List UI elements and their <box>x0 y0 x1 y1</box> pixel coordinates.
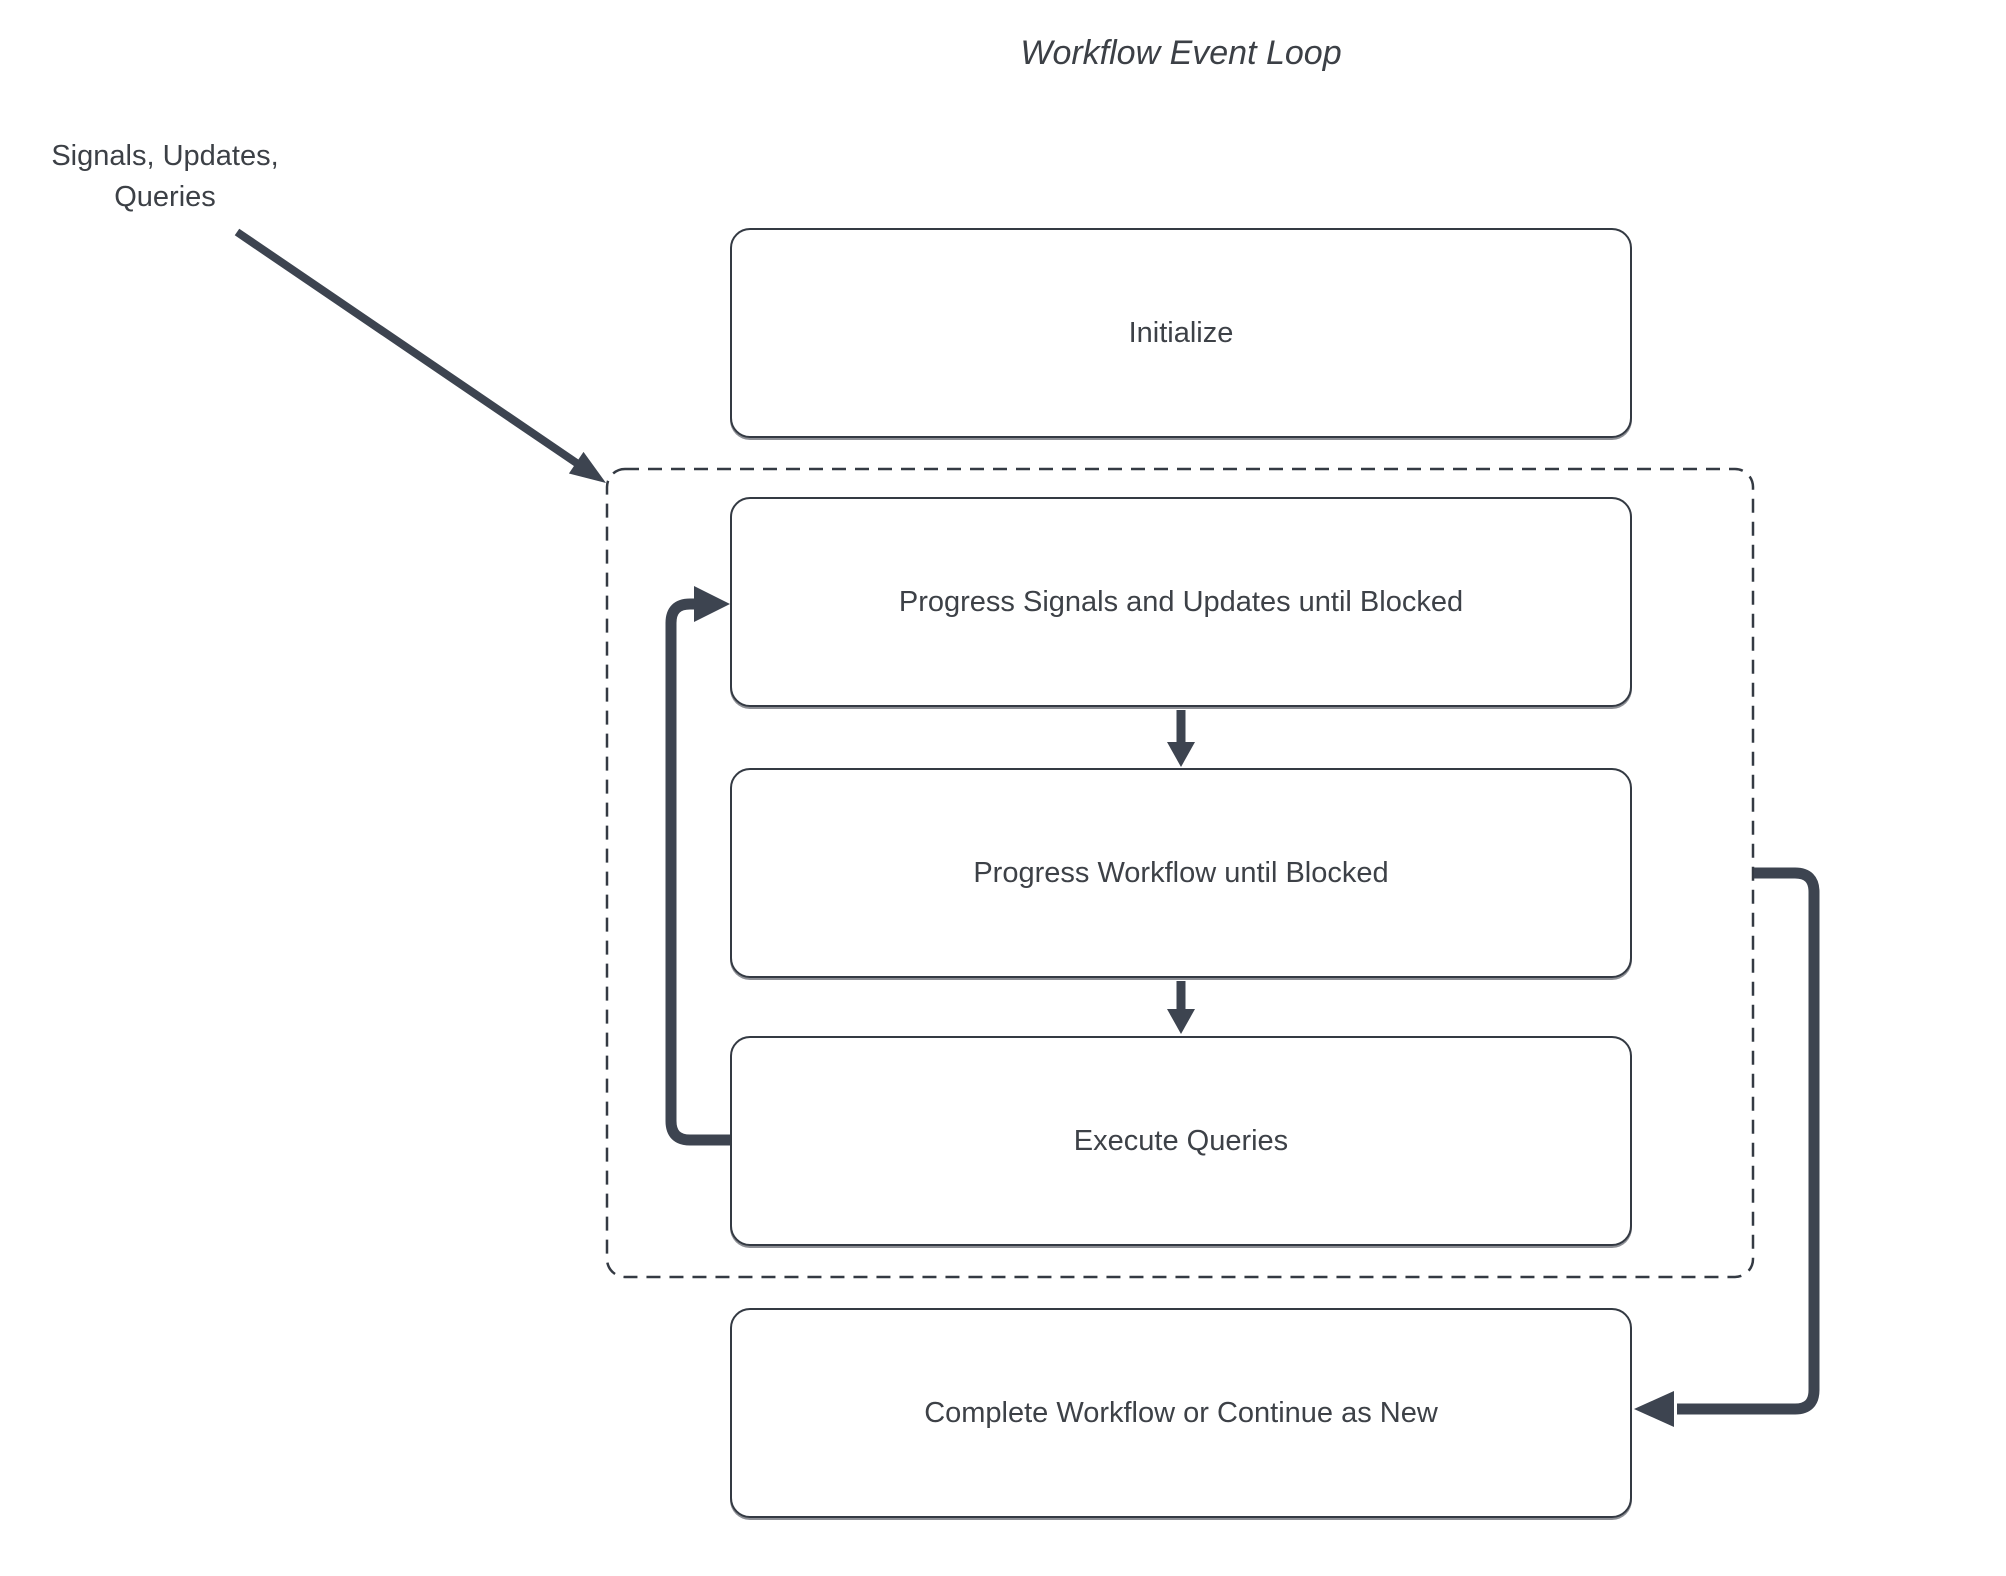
node-progress-workflow-label: Progress Workflow until Blocked <box>973 856 1389 889</box>
diagram-title: Workflow Event Loop <box>1020 34 1342 72</box>
edge-execute-queries-to-progress-signals-line <box>665 598 731 1146</box>
edge-annotation-to-group-arrowhead <box>568 451 606 483</box>
edge-group-to-complete-workflow-line <box>1677 867 1820 1415</box>
edge-progress-workflow-to-execute-queries-arrowhead <box>1167 1009 1195 1034</box>
node-execute-queries: Execute Queries <box>730 1036 1632 1246</box>
edge-group-to-complete-workflow-arrowhead <box>1634 1391 1674 1427</box>
edge-execute-queries-to-progress-signals-arrowhead <box>694 586 730 622</box>
node-complete-or-continue: Complete Workflow or Continue as New <box>730 1308 1632 1518</box>
event-loop-group-border <box>605 467 1755 1279</box>
annotation-signals-updates-queries: Signals, Updates, Queries <box>51 140 279 213</box>
node-execute-queries-label: Execute Queries <box>1073 1124 1289 1157</box>
node-initialize: Initialize <box>730 228 1632 438</box>
node-initialize-label: Initialize <box>1128 316 1234 349</box>
edge-annotation-to-group-line <box>234 228 581 468</box>
node-progress-signals-updates: Progress Signals and Updates until Block… <box>730 497 1632 707</box>
node-progress-signals-updates-label: Progress Signals and Updates until Block… <box>898 585 1464 618</box>
node-progress-workflow: Progress Workflow until Blocked <box>730 768 1632 978</box>
node-complete-or-continue-label: Complete Workflow or Continue as New <box>924 1396 1438 1429</box>
edge-progress-signals-to-progress-workflow-arrowhead <box>1167 742 1195 767</box>
